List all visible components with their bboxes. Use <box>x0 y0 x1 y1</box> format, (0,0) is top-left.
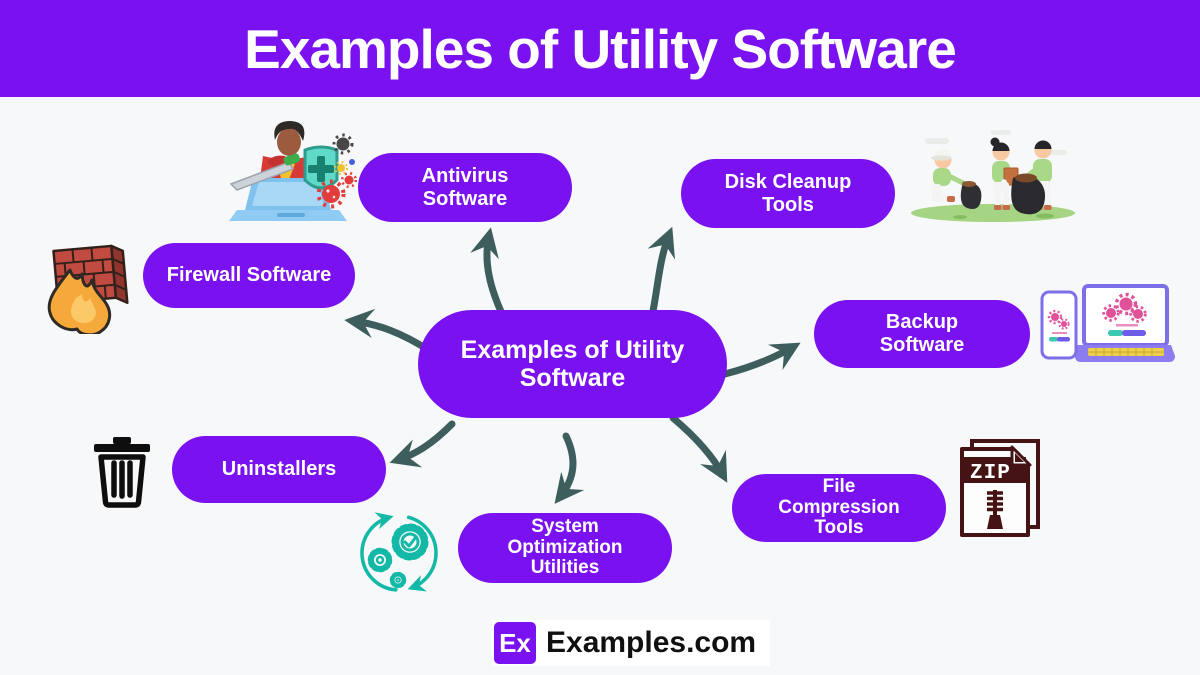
arrow-to-firewall <box>344 308 434 355</box>
title-banner: Examples of Utility Software <box>0 0 1200 97</box>
arrow-to-disk-cleanup <box>647 226 676 320</box>
brand-name: Examples.com <box>546 626 757 659</box>
system-optimization-icon <box>360 512 438 592</box>
brand-badge: Ex <box>494 622 536 664</box>
node-firewall-software: Firewall Software <box>143 243 355 308</box>
node-file-compression-tools: File Compression Tools <box>732 474 946 542</box>
trash-can-icon <box>94 437 150 508</box>
arrow-to-uninstallers <box>389 420 456 468</box>
arrow-to-system-optimization <box>554 432 585 504</box>
arrow-to-backup <box>721 342 801 378</box>
page-title: Examples of Utility Software <box>244 17 957 80</box>
arrow-to-antivirus <box>470 227 507 320</box>
disk-cleanup-icon <box>911 130 1075 222</box>
node-disk-cleanup-tools: Disk Cleanup Tools <box>681 159 895 228</box>
center-node: Examples of Utility Software <box>418 310 727 418</box>
node-uninstallers: Uninstallers <box>172 436 386 503</box>
backup-icon <box>1040 284 1175 362</box>
zip-label: ZIP <box>970 462 1011 485</box>
node-system-optimization-utilities: System Optimization Utilities <box>458 513 672 583</box>
zip-file-icon: ZIP <box>960 439 1040 537</box>
brand-logo: Ex Examples.com <box>492 620 771 666</box>
arrow-to-file-compression <box>669 414 728 483</box>
node-backup-software: Backup Software <box>814 300 1030 368</box>
antivirus-icon <box>229 121 357 221</box>
node-antivirus-software: Antivirus Software <box>358 153 572 222</box>
firewall-icon <box>47 244 129 334</box>
